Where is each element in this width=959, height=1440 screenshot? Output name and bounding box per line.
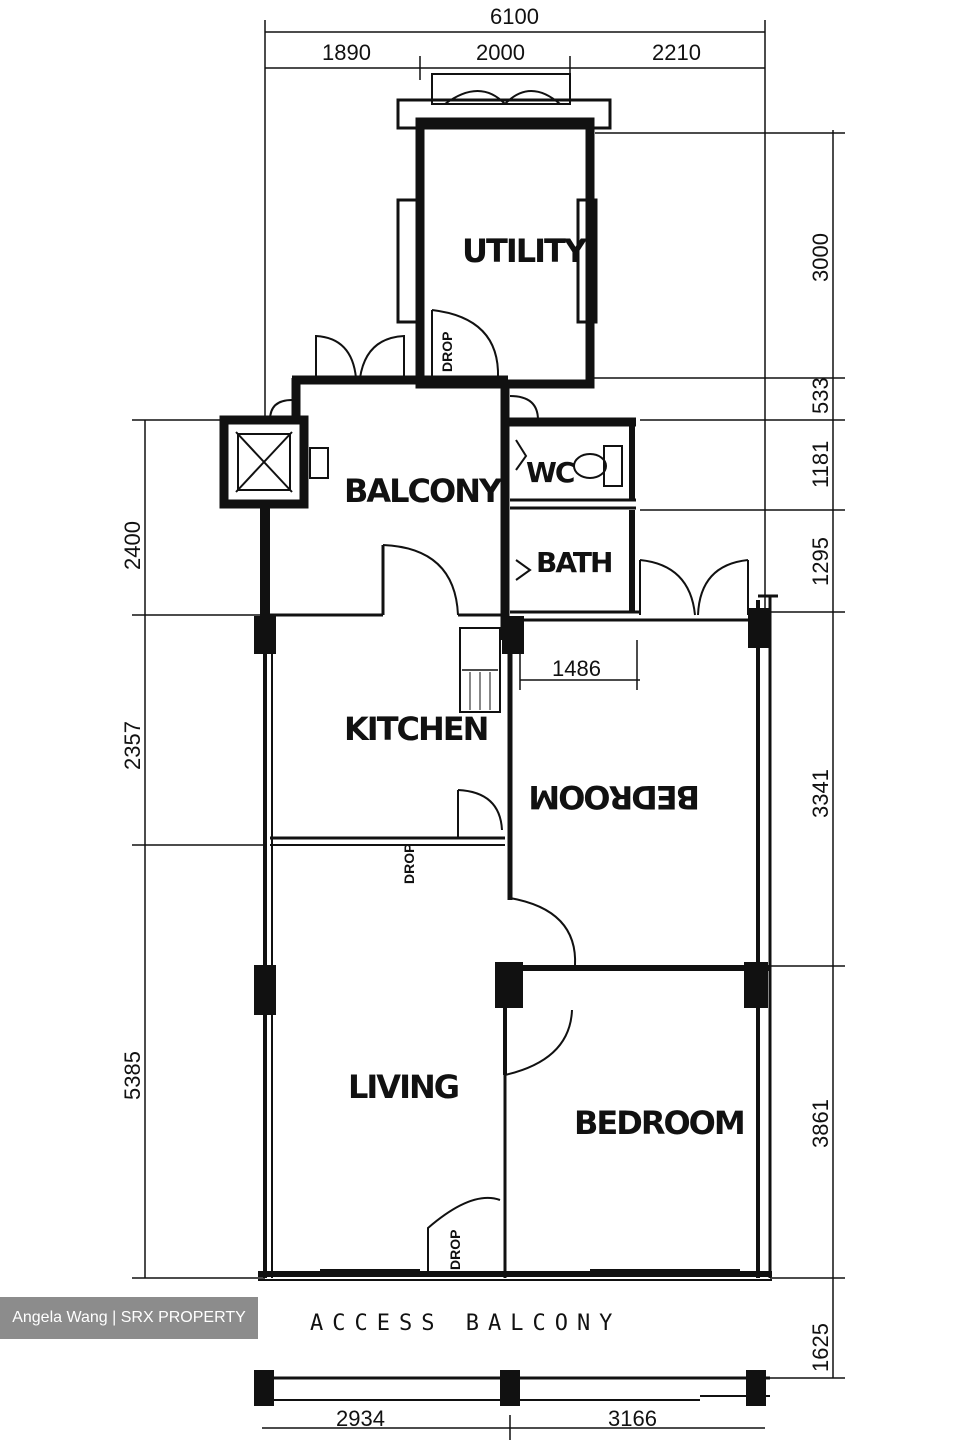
dim-top-total: 6100 [490,4,539,29]
dim-bottom-a: 2934 [336,1406,385,1431]
room-label-bath: BATH [536,546,611,579]
room-label-bedroom-top: BEDROOM [530,778,700,816]
dim-right-bedroom1: 3341 [808,769,833,818]
drop-label-utility: DROP [439,332,455,372]
utility-room-walls [396,73,612,389]
dim-right-access: 1625 [808,1323,833,1372]
drop-label-kitchen: DROP [401,844,417,884]
dim-inner-1486: 1486 [552,656,601,681]
room-label-wc: WC [526,456,574,489]
main-walls [258,559,778,1281]
dim-top-a: 1890 [322,40,371,65]
room-label-bedroom-bottom: BEDROOM [574,1104,744,1142]
access-balcony-rail [258,1376,770,1401]
dim-left-kitchen: 2357 [120,721,145,770]
dim-right-wc: 1181 [808,441,833,488]
dim-left-balcony: 2400 [120,521,145,570]
dim-right-bath: 1295 [808,537,833,586]
room-label-living: LIVING [348,1068,458,1106]
dim-right-bedroom2: 3861 [808,1099,833,1148]
dim-right-533: 533 [808,377,833,414]
watermark-badge: Angela Wang | SRX PROPERTY [0,1297,258,1339]
access-balcony-label: ACCESS BALCONY [310,1311,621,1336]
dim-left-living: 5385 [120,1051,145,1100]
room-label-utility: UTILITY [462,232,588,270]
dim-right-utility: 3000 [808,233,833,282]
room-label-kitchen: KITCHEN [344,710,487,748]
upper-walls [219,334,640,640]
dim-bottom-b: 3166 [608,1406,657,1431]
dim-top-c: 2210 [652,40,701,65]
dim-top-b: 2000 [476,40,525,65]
drop-label-entry: DROP [447,1230,463,1270]
dimension-lines [132,20,845,1440]
room-label-balcony: BALCONY [344,472,503,510]
